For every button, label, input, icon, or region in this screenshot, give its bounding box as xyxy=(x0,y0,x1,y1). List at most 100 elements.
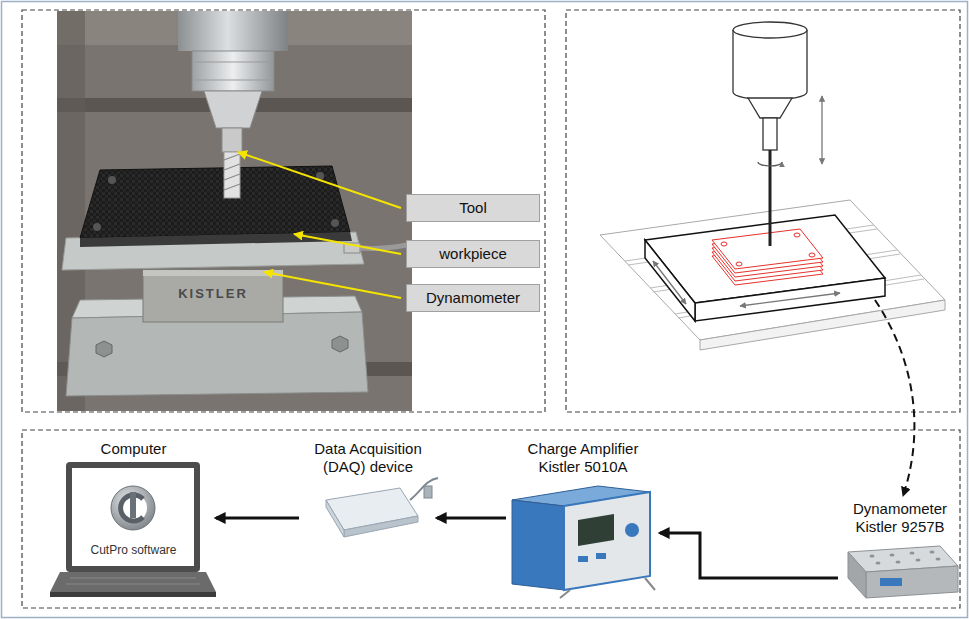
machine-sketch xyxy=(758,162,782,166)
device-block: Data Acquisition (DAQ) device xyxy=(303,440,433,540)
charge-amplifier-icon xyxy=(560,578,655,598)
setup-photo xyxy=(224,154,240,190)
connectors xyxy=(216,518,838,578)
leader-lines xyxy=(264,272,401,298)
machine-sketch xyxy=(712,229,823,285)
setup-photo xyxy=(96,341,112,357)
machine-sketch xyxy=(695,278,885,321)
charge-amplifier-icon xyxy=(512,486,655,598)
dashed-panels xyxy=(22,430,960,608)
setup-photo xyxy=(224,164,240,170)
leader-lines xyxy=(238,152,401,208)
charge-amplifier-icon xyxy=(596,553,606,559)
machine-sketch xyxy=(733,30,807,100)
dynamometer-icon xyxy=(916,559,921,562)
setup-photo xyxy=(143,270,283,276)
setup-photo xyxy=(192,51,274,91)
machine-sketch xyxy=(821,96,822,164)
setup-photo xyxy=(224,174,240,180)
node-subtext: CutPro software xyxy=(55,543,212,557)
dynamometer-icon xyxy=(880,578,902,586)
machine-sketch xyxy=(600,22,945,496)
dynamometer-icon xyxy=(896,561,901,564)
machine-sketch xyxy=(875,300,914,496)
setup-photo xyxy=(66,312,368,396)
dynamometer-icon xyxy=(890,554,895,557)
machine-sketch xyxy=(763,118,777,150)
machine-sketch xyxy=(600,200,945,340)
dynamometer-icon xyxy=(866,566,958,598)
machine-sketch xyxy=(809,253,815,257)
daq-device-icon xyxy=(344,516,418,537)
flow-arrow xyxy=(437,517,506,520)
machine-sketch xyxy=(653,261,686,304)
setup-photo xyxy=(80,232,352,247)
daq-device-icon xyxy=(326,500,344,537)
device-block: Charge Amplifier Kistler 5010A xyxy=(510,440,656,592)
laptop-icon xyxy=(130,492,136,518)
machine-sketch xyxy=(645,240,695,321)
dynamometer-icon xyxy=(848,552,866,598)
laptop-icon xyxy=(50,592,216,597)
machine-sketch xyxy=(736,262,742,266)
laptop-icon xyxy=(50,462,216,597)
daq-device-icon xyxy=(424,486,432,498)
laptop-icon xyxy=(66,578,200,584)
leader-lines xyxy=(294,234,401,254)
node-text: workpiece xyxy=(413,245,533,263)
node-text: Computer xyxy=(55,440,212,458)
node-text: Dynamometer Kistler 9257B xyxy=(842,500,958,536)
machine-sketch xyxy=(794,233,800,237)
setup-photo xyxy=(192,80,274,81)
flow-arrow xyxy=(216,517,299,520)
laptop-icon xyxy=(66,584,200,585)
setup-photo xyxy=(57,11,412,411)
leader-lines xyxy=(238,152,401,298)
laptop-icon xyxy=(50,572,216,592)
label-box: Tool xyxy=(406,194,540,222)
daq-device-icon xyxy=(326,478,438,537)
setup-photo xyxy=(222,128,242,152)
charge-amplifier-icon xyxy=(564,492,650,590)
dashed-panels xyxy=(22,10,545,412)
setup-photo xyxy=(331,219,339,227)
dynamometer-icon xyxy=(936,558,941,561)
setup-photo xyxy=(143,270,283,322)
setup-photo xyxy=(224,152,240,198)
setup-photo xyxy=(192,62,274,63)
charge-amplifier-icon xyxy=(578,514,614,546)
node-text: Tool xyxy=(413,199,533,217)
node-text: Charge Amplifier Kistler 5010A xyxy=(510,440,656,476)
machine-sketch xyxy=(740,293,840,306)
node-text: Data Acquisition (DAQ) device xyxy=(303,440,433,476)
setup-photo xyxy=(332,336,348,352)
machine-sketch xyxy=(721,242,727,246)
setup-photo xyxy=(224,154,240,160)
machine-sketch xyxy=(748,98,792,118)
dynamometer-icon xyxy=(930,551,935,554)
dynamometer-icon xyxy=(848,546,958,598)
laptop-icon xyxy=(70,578,196,579)
dashed-panels xyxy=(22,10,960,608)
device-block: Dynamometer Kistler 9257B xyxy=(842,500,958,600)
setup-photo xyxy=(108,176,116,184)
brand-text: KISTLER xyxy=(143,286,283,301)
charge-amplifier-icon xyxy=(512,500,564,590)
label-box: Dynamometer xyxy=(406,284,540,312)
label-box: workpiece xyxy=(406,240,540,268)
device-block: ComputerCutPro software xyxy=(55,440,212,600)
daq-device-icon xyxy=(410,478,438,500)
setup-photo xyxy=(93,223,101,231)
flow-arrow xyxy=(660,533,838,578)
setup-photo xyxy=(57,11,412,411)
node-text: Dynamometer xyxy=(413,289,533,307)
setup-photo xyxy=(178,11,288,51)
dynamometer-icon xyxy=(876,562,881,565)
dynamometer-icon xyxy=(910,552,915,555)
machine-sketch xyxy=(769,150,772,246)
dynamometer-icon xyxy=(870,551,941,565)
setup-photo xyxy=(204,91,262,128)
machine-sketch xyxy=(733,22,807,38)
